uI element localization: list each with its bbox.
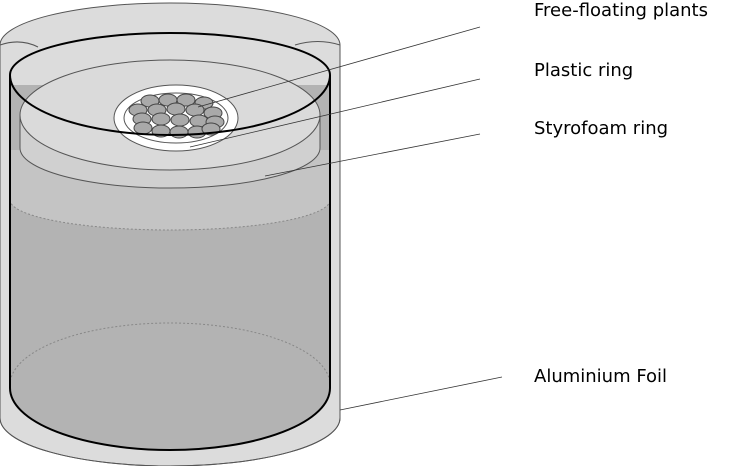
plant-leaf — [170, 113, 190, 127]
plant-leaf — [176, 93, 196, 107]
outer-rim-back — [9, 32, 331, 76]
label-plastic-ring: Plastic ring — [534, 60, 633, 81]
label-aluminium-foil: Aluminium Foil — [534, 366, 667, 387]
leader-line-plants — [197, 26, 481, 108]
outer-rim-front — [9, 74, 331, 136]
leader-lines — [189, 26, 503, 411]
outer-container-bottom-rim — [0, 417, 341, 466]
container-rim — [0, 32, 341, 136]
rim-notch-left — [0, 41, 39, 48]
leader-line-plastic-ring — [189, 78, 481, 148]
plant-leaf — [166, 102, 186, 116]
rim-notch-right — [294, 41, 341, 46]
free-floating-plants — [128, 93, 225, 139]
inner-bottom-rim — [9, 387, 331, 451]
label-free-floating-plants: Free-floating plants — [534, 0, 708, 21]
label-styrofoam-ring: Styrofoam ring — [534, 118, 668, 139]
leader-line-styrofoam-ring — [264, 133, 481, 177]
plant-leaf — [151, 112, 171, 126]
plant-leaf — [133, 121, 153, 135]
plant-leaf — [169, 125, 189, 139]
leader-line-foil — [339, 376, 503, 411]
